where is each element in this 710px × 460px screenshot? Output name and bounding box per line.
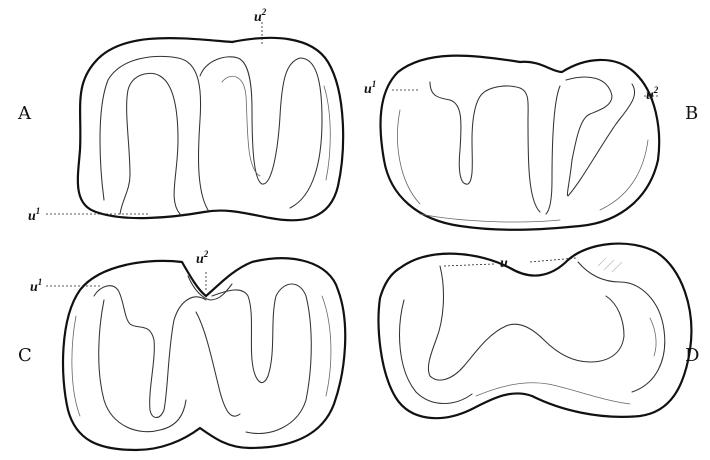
tooth-b-label-u1: u1 (364, 80, 376, 97)
tooth-b-label-u2-base: u (646, 88, 654, 103)
tooth-a-label-u1-sup: 1 (36, 206, 41, 216)
tooth-b-label-u2: u2 (646, 86, 658, 103)
tooth-b-label-u2-sup: 2 (654, 85, 659, 95)
tooth-b-outline (381, 56, 660, 230)
tooth-d-outline (379, 244, 692, 419)
tooth-c-label-u2-sup: 2 (204, 249, 209, 259)
tooth-c-label-u1-sup: 1 (38, 277, 43, 287)
tooth-a-label-u2: u2 (254, 8, 266, 25)
panel-letter-d: D (685, 347, 699, 365)
tooth-c-label-u1-base: u (30, 280, 38, 295)
tooth-a-label-u1-base: u (28, 209, 36, 224)
tooth-a-label-u1: u1 (28, 207, 40, 224)
panel-letter-c: C (18, 347, 32, 365)
tooth-b-label-u1-base: u (364, 82, 372, 97)
tooth-c (46, 258, 345, 450)
tooth-d (379, 244, 692, 419)
tooth-b (381, 56, 660, 230)
tooth-a (46, 22, 343, 220)
tooth-b-label-u1-sup: 1 (372, 79, 377, 89)
tooth-a-outline (78, 38, 343, 220)
panel-letter-a: A (18, 105, 31, 123)
tooth-d-label-u: u (500, 254, 508, 271)
tooth-c-label-u2-base: u (196, 252, 204, 267)
tooth-c-label-u1: u1 (30, 278, 42, 295)
tooth-d-label-u-base: u (500, 256, 508, 271)
panel-letter-b: B (685, 105, 698, 123)
tooth-a-label-u2-base: u (254, 10, 262, 25)
tooth-a-label-u2-sup: 2 (262, 7, 267, 17)
tooth-c-label-u2: u2 (196, 250, 208, 267)
